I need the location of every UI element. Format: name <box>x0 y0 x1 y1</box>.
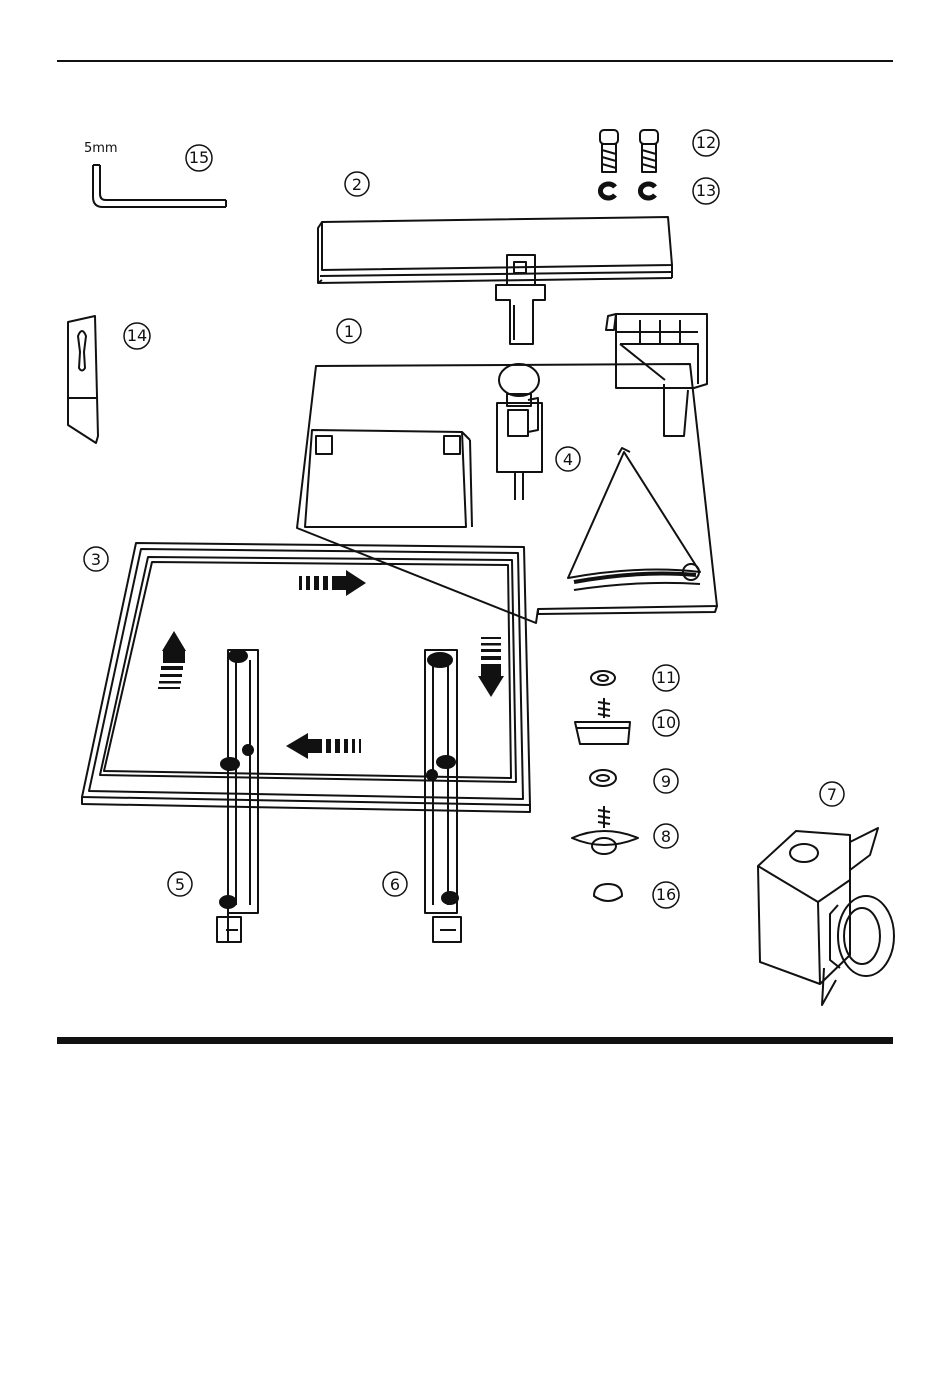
callout-15: 15 <box>186 145 212 171</box>
washer-icon-2 <box>590 770 616 786</box>
callout-13-label: 13 <box>696 181 716 200</box>
wing-bolt-icon <box>572 806 638 854</box>
arrow-right-icon <box>299 570 366 596</box>
washer-icon <box>591 671 615 685</box>
callout-7: 7 <box>820 782 844 806</box>
callout-8-label: 8 <box>661 827 671 846</box>
callout-6: 6 <box>383 872 407 896</box>
callout-11: 11 <box>653 665 679 691</box>
fence-bar-icon <box>318 217 672 344</box>
hex-key-icon <box>93 165 226 207</box>
callout-6-label: 6 <box>390 875 400 894</box>
cap-icon <box>594 884 622 901</box>
callout-5-label: 5 <box>175 875 185 894</box>
callout-10: 10 <box>653 710 679 736</box>
callout-14: 14 <box>124 323 150 349</box>
lock-washer-icon <box>600 184 655 198</box>
callout-13: 13 <box>693 178 719 204</box>
screw-icon <box>600 130 658 172</box>
callout-5: 5 <box>168 872 192 896</box>
callout-12: 12 <box>693 130 719 156</box>
callout-10-label: 10 <box>656 713 676 732</box>
callout-16: 16 <box>653 882 679 908</box>
callout-group: 1 2 3 4 5 6 7 8 9 10 11 12 13 14 15 16 <box>84 130 844 908</box>
callout-9-label: 9 <box>661 772 671 791</box>
callout-11-label: 11 <box>656 668 676 687</box>
callout-3-label: 3 <box>91 550 101 569</box>
callout-4: 4 <box>556 447 580 471</box>
tool-size-label: 5mm <box>84 141 118 156</box>
callout-14-label: 14 <box>127 326 147 345</box>
callout-12-label: 12 <box>696 133 716 152</box>
callout-15-label: 15 <box>189 148 209 167</box>
callout-1-label: 1 <box>344 322 354 341</box>
holder-block-icon <box>758 828 894 1005</box>
arrow-up-icon <box>158 631 186 689</box>
left-rail-icon <box>217 650 258 942</box>
callout-16-label: 16 <box>656 885 676 904</box>
callout-3: 3 <box>84 547 108 571</box>
callout-8: 8 <box>654 824 678 848</box>
callout-1: 1 <box>337 319 361 343</box>
arrow-left-icon <box>286 733 361 759</box>
callout-2-label: 2 <box>352 175 362 194</box>
callout-7-label: 7 <box>827 785 837 804</box>
callout-2: 2 <box>345 172 369 196</box>
bottom-rule <box>57 1037 893 1044</box>
callout-9: 9 <box>654 769 678 793</box>
right-rail-icon <box>425 650 461 942</box>
direction-arrows <box>158 570 504 759</box>
blade-icon <box>68 316 98 443</box>
clamp-knob-icon <box>497 364 542 500</box>
arrow-down-icon <box>478 637 504 697</box>
callout-4-label: 4 <box>563 450 573 469</box>
knob-screw-icon <box>575 698 630 744</box>
